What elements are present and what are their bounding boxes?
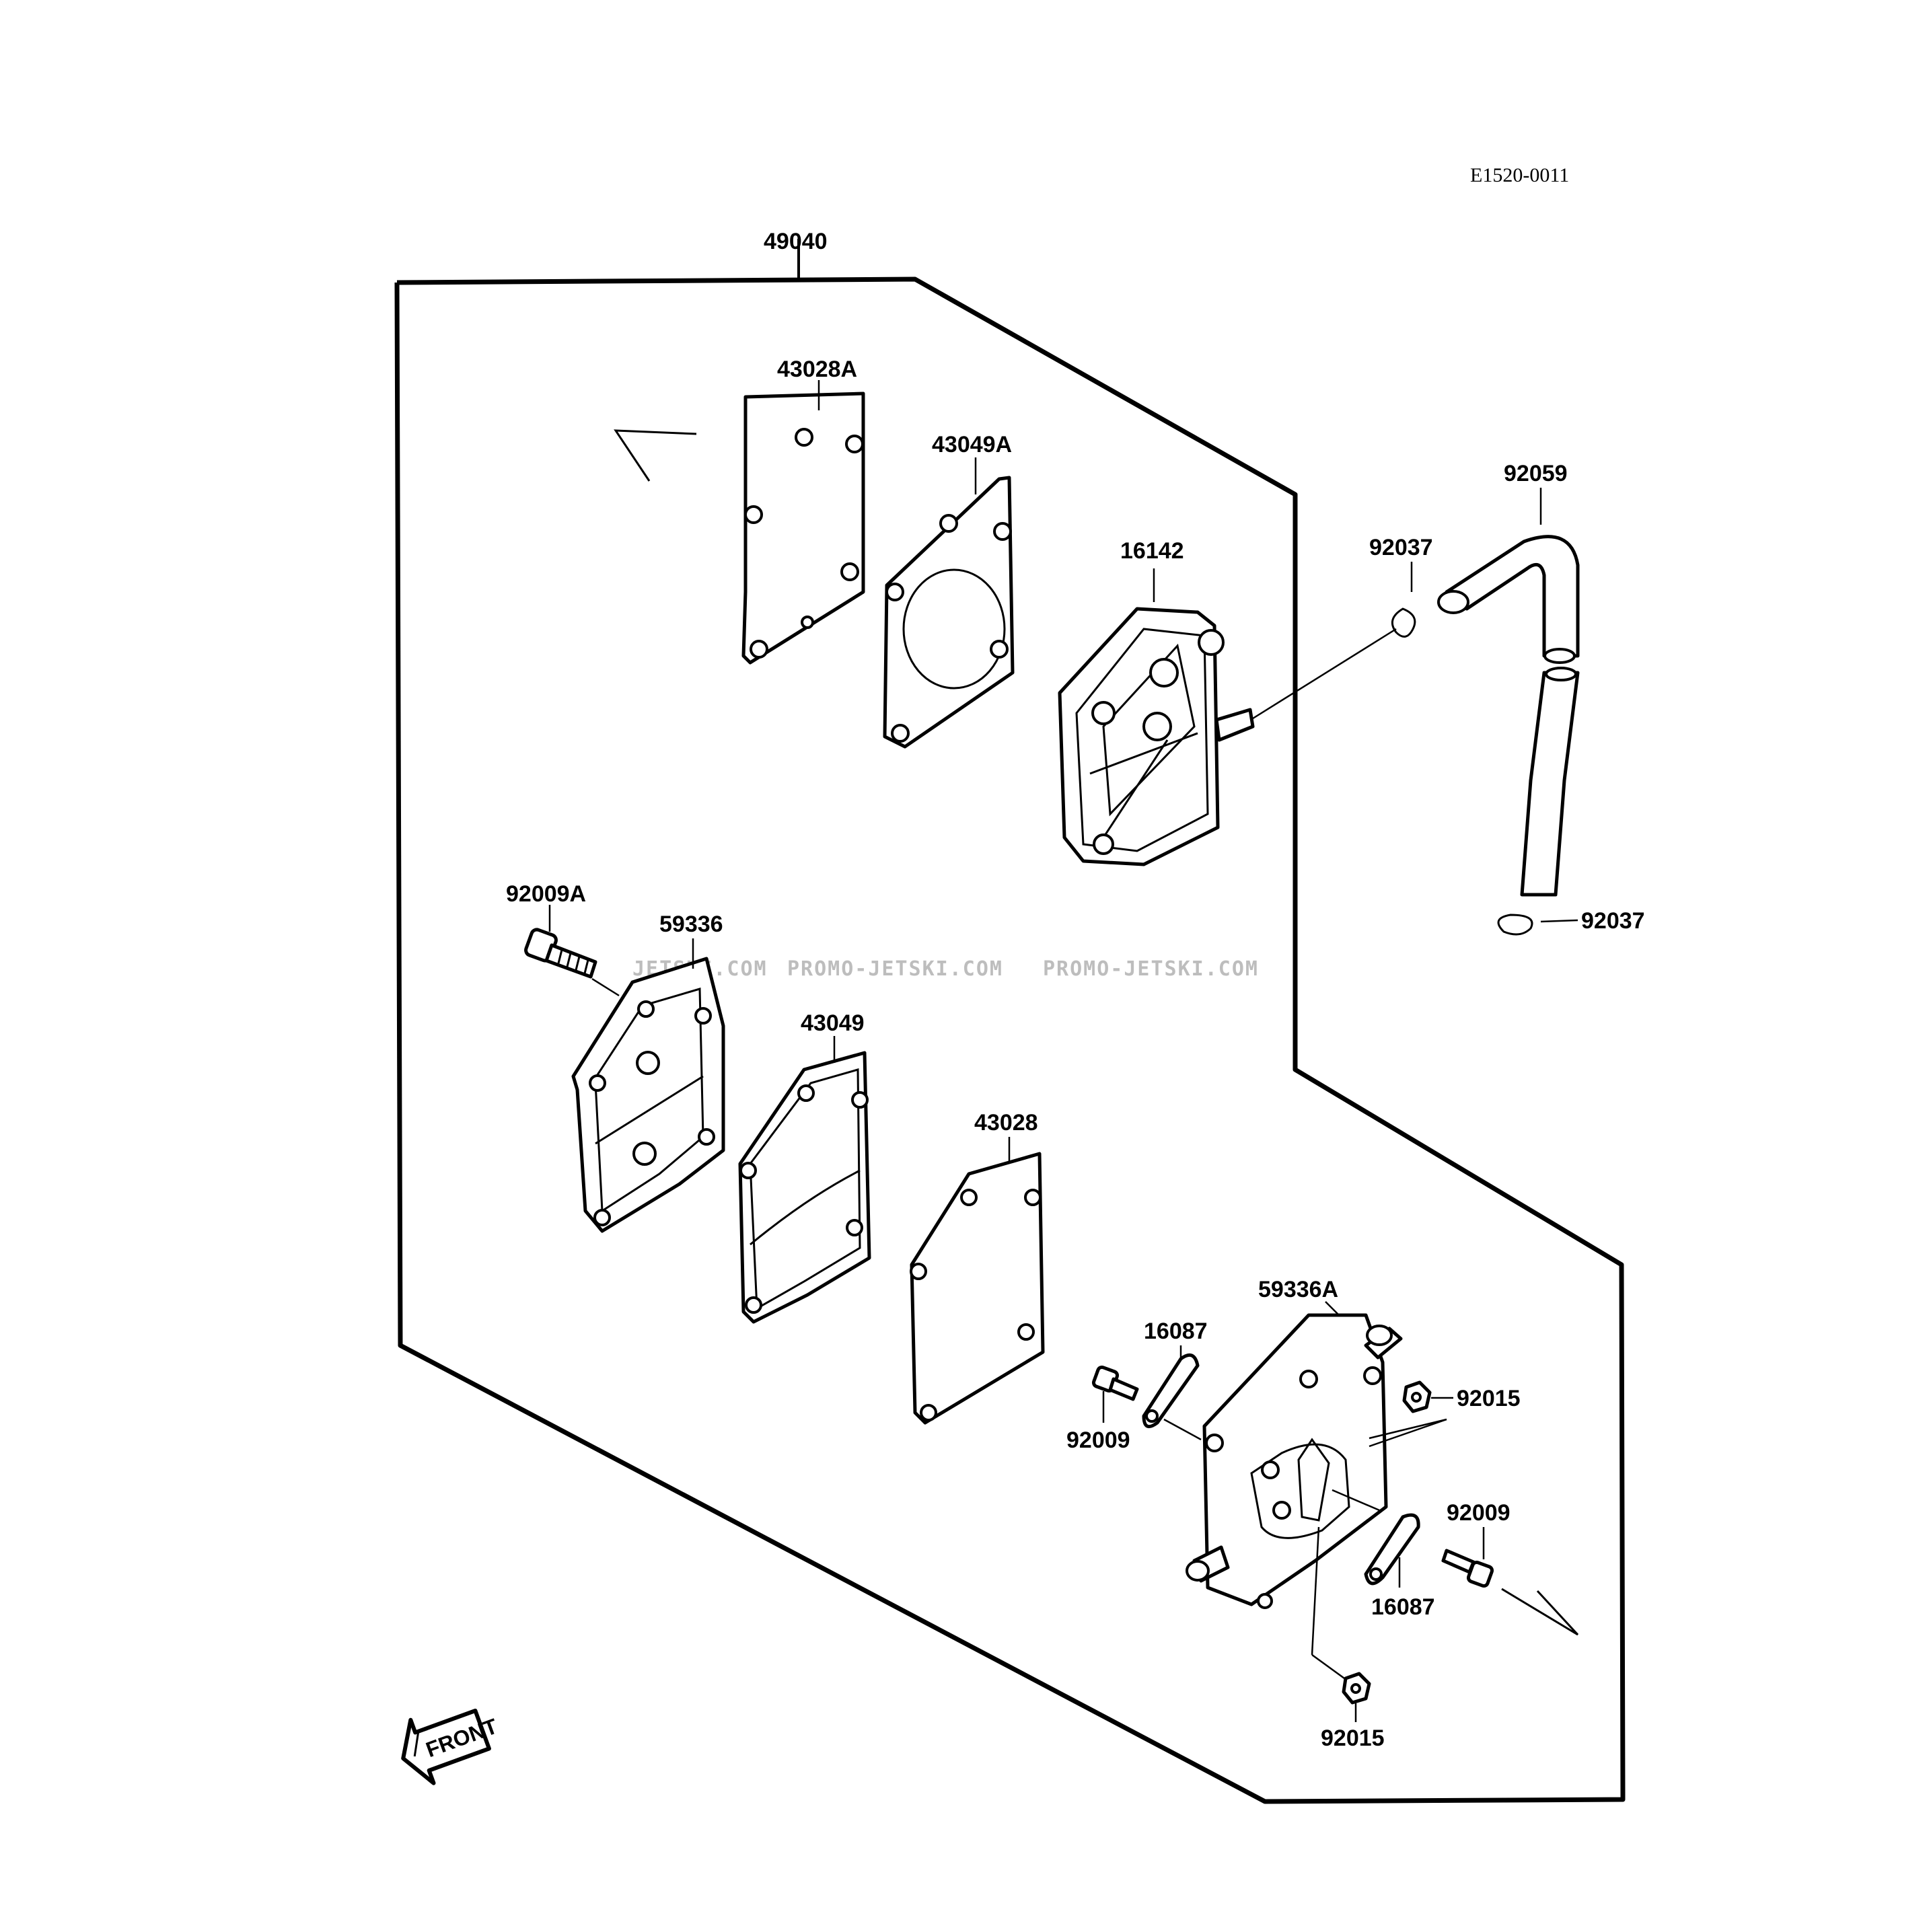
watermark: JETSKI.COM PROMO-JETSKI.COM PROMO-JETSKI… xyxy=(632,957,1259,981)
watermark-text-2: PROMO-JETSKI.COM xyxy=(787,957,1003,981)
cover-59336 xyxy=(571,957,725,1233)
label-43028A: 43028A xyxy=(777,357,857,382)
kit-boundary xyxy=(394,239,1626,1804)
label-16142: 16142 xyxy=(1120,538,1184,564)
nut-92015-bottom xyxy=(1342,1672,1371,1705)
front-arrow-icon: FRONT xyxy=(401,1708,501,1785)
label-92009A: 92009A xyxy=(506,881,586,907)
label-43049: 43049 xyxy=(801,1010,865,1036)
label-59336A: 59336A xyxy=(1258,1277,1338,1302)
screw-92009-left xyxy=(1091,1365,1139,1401)
bolt-92009A xyxy=(524,928,597,979)
hose-clip-92037-top xyxy=(1391,607,1416,638)
label-16087-left: 16087 xyxy=(1144,1318,1208,1344)
diaphragm-43049 xyxy=(738,1051,871,1324)
label-92015-right: 92015 xyxy=(1457,1386,1521,1411)
fuel-hose-92059 xyxy=(1437,535,1580,897)
label-92015-bottom: 92015 xyxy=(1321,1725,1385,1751)
label-92009-right: 92009 xyxy=(1447,1500,1511,1526)
pump-body-59336A xyxy=(1186,1313,1403,1609)
nut-92015-right xyxy=(1402,1380,1432,1413)
label-92009-left: 92009 xyxy=(1066,1427,1130,1453)
gasket-43028 xyxy=(910,1152,1045,1425)
label-92037-top: 92037 xyxy=(1369,535,1433,560)
hose-clip-92037-bottom xyxy=(1497,914,1533,936)
valve-16087-left xyxy=(1142,1353,1200,1429)
pump-body-16142 xyxy=(1058,607,1255,866)
direction-mark-top xyxy=(614,429,697,482)
gasket-43028A xyxy=(741,392,865,665)
screw-92009-right xyxy=(1441,1549,1494,1588)
label-59336: 59336 xyxy=(659,912,723,937)
diaphragm-43049A xyxy=(883,476,1015,749)
label-43049A: 43049A xyxy=(932,432,1012,457)
direction-mark-bottom xyxy=(1501,1588,1579,1636)
valve-16087-right xyxy=(1364,1513,1420,1586)
kit-label: 49040 xyxy=(764,229,828,254)
label-16087-right: 16087 xyxy=(1371,1594,1435,1620)
label-92059: 92059 xyxy=(1504,461,1568,486)
watermark-text-3: PROMO-JETSKI.COM xyxy=(1043,957,1259,981)
label-92037-bottom: 92037 xyxy=(1581,908,1645,934)
label-43028: 43028 xyxy=(974,1110,1038,1136)
diagram-code: E1520-0011 xyxy=(1470,164,1569,186)
